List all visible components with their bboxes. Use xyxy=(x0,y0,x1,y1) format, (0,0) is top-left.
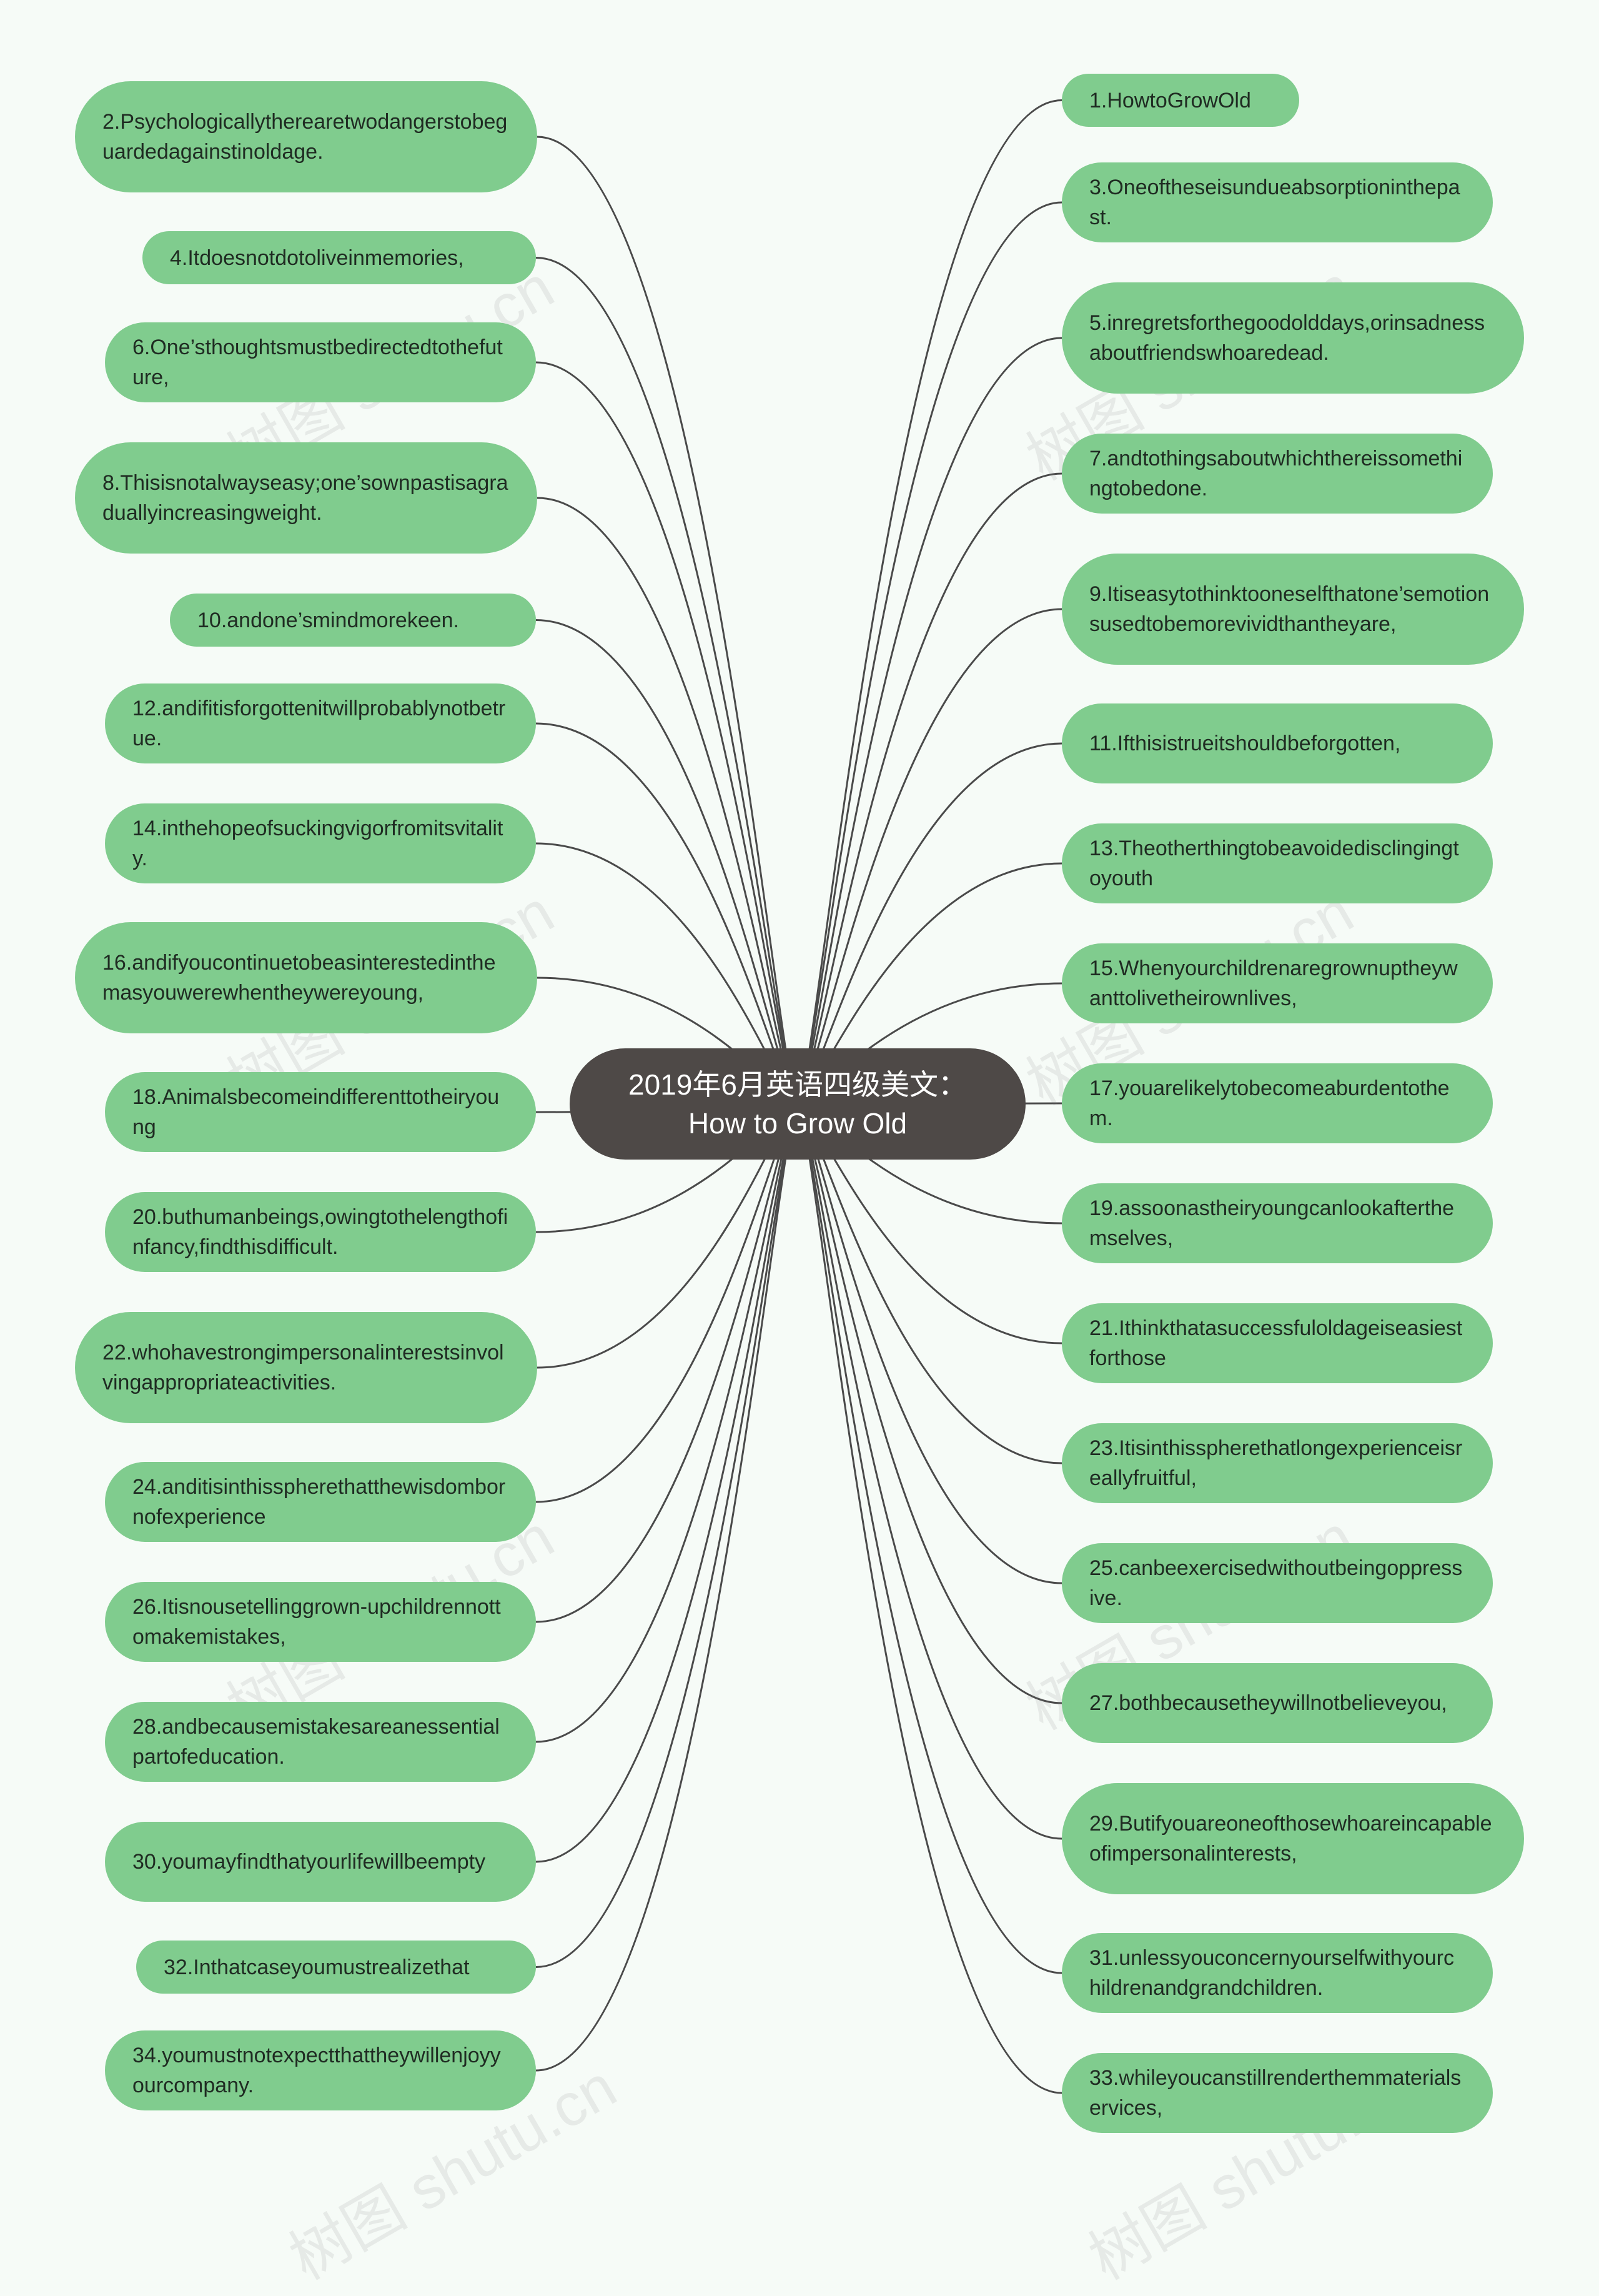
topic-label: 13.Theotherthingtobeavoidedisclingingtoy… xyxy=(1089,837,1459,890)
left-topic-node[interactable]: 8.Thisisnotalwayseasy;one’sownpastisagra… xyxy=(75,442,537,554)
connector-line xyxy=(796,1103,1062,2094)
connector-line xyxy=(535,361,799,1105)
topic-label: 29.Butifyouareoneofthosewhoareincapableo… xyxy=(1089,1812,1492,1866)
right-topic-node[interactable]: 25.canbeexercisedwithoutbeingoppressive. xyxy=(1062,1543,1493,1623)
right-topic-node[interactable]: 5.inregretsforthegoodolddays,orinsadness… xyxy=(1062,282,1524,394)
topic-label: 20.buthumanbeings,owingtothelengthofinfa… xyxy=(132,1205,508,1259)
right-topic-node[interactable]: 7.andtothingsaboutwhichthereissomethingt… xyxy=(1062,434,1493,514)
right-topic-node[interactable]: 3.Oneoftheseisundueabsorptioninthepast. xyxy=(1062,162,1493,242)
left-topic-node[interactable]: 26.Itisnousetellinggrown-upchildrennotto… xyxy=(105,1582,536,1662)
right-topic-node[interactable]: 21.Ithinkthatasuccessfuloldageiseasiestf… xyxy=(1062,1303,1493,1383)
topic-label: 7.andtothingsaboutwhichthereissomethingt… xyxy=(1089,447,1463,500)
left-topic-node[interactable]: 32.Inthatcaseyoumustrealizethat xyxy=(136,1941,536,1994)
right-topic-node[interactable]: 11.Ifthisistrueitshouldbeforgotten, xyxy=(1062,703,1493,783)
connector-line xyxy=(537,497,799,1105)
connector-line xyxy=(796,99,1062,1105)
topic-label: 25.canbeexercisedwithoutbeingoppressive. xyxy=(1089,1556,1463,1610)
connector-line xyxy=(535,1103,799,1743)
topic-label: 8.Thisisnotalwayseasy;one’sownpastisagra… xyxy=(102,471,508,525)
connector-line xyxy=(535,1103,799,1863)
connector-line xyxy=(796,472,1062,1105)
topic-label: 24.anditisinthisspherethatthewisdomborno… xyxy=(132,1475,506,1529)
connector-line xyxy=(797,1103,1062,1584)
right-topic-node[interactable]: 27.bothbecausetheywillnotbelieveyou, xyxy=(1062,1663,1493,1743)
topic-label: 27.bothbecausetheywillnotbelieveyou, xyxy=(1089,1691,1447,1715)
connector-line xyxy=(796,337,1062,1105)
central-topic-label: 2019年6月英语四级美文：How to Grow Old xyxy=(628,1068,967,1140)
left-topic-node[interactable]: 18.Animalsbecomeindifferenttotheiryoung xyxy=(105,1072,536,1152)
topic-label: 30.youmayfindthatyourlifewillbeempty xyxy=(132,1850,486,1874)
topic-label: 16.andifyoucontinuetobeasinterestedinthe… xyxy=(102,951,496,1005)
topic-label: 23.Itisinthisspherethatlongexperienceisr… xyxy=(1089,1436,1463,1490)
topic-label: 12.andifitisforgottenitwillprobablynotbe… xyxy=(132,697,506,750)
left-topic-node[interactable]: 24.anditisinthisspherethatthewisdomborno… xyxy=(105,1462,536,1542)
left-topic-node[interactable]: 20.buthumanbeings,owingtothelengthofinfa… xyxy=(105,1192,536,1272)
left-topic-node[interactable]: 10.andone’smindmorekeen. xyxy=(170,594,536,647)
right-topic-node[interactable]: 29.Butifyouareoneofthosewhoareincapableo… xyxy=(1062,1783,1524,1894)
right-topic-node[interactable]: 31.unlessyouconcernyourselfwithyourchild… xyxy=(1062,1933,1493,2013)
right-topic-node[interactable]: 17.youarelikelytobecomeaburdentothem. xyxy=(1062,1063,1493,1143)
left-topic-node[interactable]: 22.whohavestrongimpersonalinterestsinvol… xyxy=(75,1312,537,1423)
topic-label: 32.Inthatcaseyoumustrealizethat xyxy=(164,1955,470,1979)
left-topic-node[interactable]: 28.andbecausemistakesareanessentialparto… xyxy=(105,1702,536,1782)
topic-label: 19.assoonastheiryoungcanlookafterthemsel… xyxy=(1089,1196,1455,1250)
left-topic-node[interactable]: 2.Psychologicallytherearetwodangerstobeg… xyxy=(75,81,537,192)
topic-label: 9.Itiseasytothinktooneselfthatone’semoti… xyxy=(1089,582,1490,636)
topic-label: 15.Whenyourchildrenaregrownuptheywanttol… xyxy=(1089,957,1458,1010)
topic-label: 6.One’sthoughtsmustbedirectedtothefuture… xyxy=(132,335,503,389)
left-topic-node[interactable]: 12.andifitisforgottenitwillprobablynotbe… xyxy=(105,683,536,763)
topic-label: 5.inregretsforthegoodolddays,orinsadness… xyxy=(1089,311,1485,365)
right-topic-node[interactable]: 9.Itiseasytothinktooneselfthatone’semoti… xyxy=(1062,554,1524,665)
left-topic-node[interactable]: 14.inthehopeofsuckingvigorfromitsvitalit… xyxy=(105,803,536,883)
topic-label: 18.Animalsbecomeindifferenttotheiryoung xyxy=(132,1085,500,1139)
connector-line xyxy=(796,1103,1062,1840)
left-topic-node[interactable]: 6.One’sthoughtsmustbedirectedtothefuture… xyxy=(105,322,536,402)
right-topic-node[interactable]: 15.Whenyourchildrenaregrownuptheywanttol… xyxy=(1062,943,1493,1023)
connector-line xyxy=(537,136,799,1105)
topic-label: 2.Psychologicallytherearetwodangerstobeg… xyxy=(102,110,508,164)
left-topic-node[interactable]: 30.youmayfindthatyourlifewillbeempty xyxy=(105,1822,536,1902)
central-topic[interactable]: 2019年6月英语四级美文：How to Grow Old xyxy=(570,1048,1026,1160)
right-topic-node[interactable]: 1.HowtoGrowOld xyxy=(1062,74,1299,127)
topic-label: 34.youmustnotexpectthattheywillenjoyyour… xyxy=(132,2044,501,2097)
connector-line xyxy=(796,201,1062,1105)
topic-label: 3.Oneoftheseisundueabsorptioninthepast. xyxy=(1089,176,1460,229)
topic-label: 21.Ithinkthatasuccessfuloldageiseasiestf… xyxy=(1089,1316,1463,1370)
topic-label: 1.HowtoGrowOld xyxy=(1089,88,1251,112)
right-topic-node[interactable]: 13.Theotherthingtobeavoidedisclingingtoy… xyxy=(1062,823,1493,903)
topic-label: 11.Ifthisistrueitshouldbeforgotten, xyxy=(1089,732,1401,755)
topic-label: 22.whohavestrongimpersonalinterestsinvol… xyxy=(102,1341,504,1394)
right-topic-node[interactable]: 33.whileyoucanstillrenderthemmaterialser… xyxy=(1062,2053,1493,2133)
right-topic-node[interactable]: 23.Itisinthisspherethatlongexperienceisr… xyxy=(1062,1423,1493,1503)
right-topic-node[interactable]: 19.assoonastheiryoungcanlookafterthemsel… xyxy=(1062,1183,1493,1263)
left-topic-node[interactable]: 16.andifyoucontinuetobeasinterestedinthe… xyxy=(75,922,537,1033)
topic-label: 28.andbecausemistakesareanessentialparto… xyxy=(132,1715,500,1769)
topic-label: 10.andone’smindmorekeen. xyxy=(197,608,459,632)
topic-label: 4.Itdoesnotdotoliveinmemories, xyxy=(170,246,464,270)
topic-label: 26.Itisnousetellinggrown-upchildrennotto… xyxy=(132,1595,501,1649)
topic-label: 14.inthehopeofsuckingvigorfromitsvitalit… xyxy=(132,817,503,870)
left-topic-node[interactable]: 4.Itdoesnotdotoliveinmemories, xyxy=(142,231,536,284)
topic-label: 31.unlessyouconcernyourselfwithyourchild… xyxy=(1089,1946,1454,2000)
topic-label: 33.whileyoucanstillrenderthemmaterialser… xyxy=(1089,2066,1462,2120)
left-topic-node[interactable]: 34.youmustnotexpectthattheywillenjoyyour… xyxy=(105,2030,536,2110)
connector-line xyxy=(535,1103,799,2072)
topic-label: 17.youarelikelytobecomeaburdentothem. xyxy=(1089,1076,1450,1130)
connector-line xyxy=(796,1103,1062,1974)
connector-line xyxy=(535,1103,798,1503)
connector-line xyxy=(535,257,799,1105)
